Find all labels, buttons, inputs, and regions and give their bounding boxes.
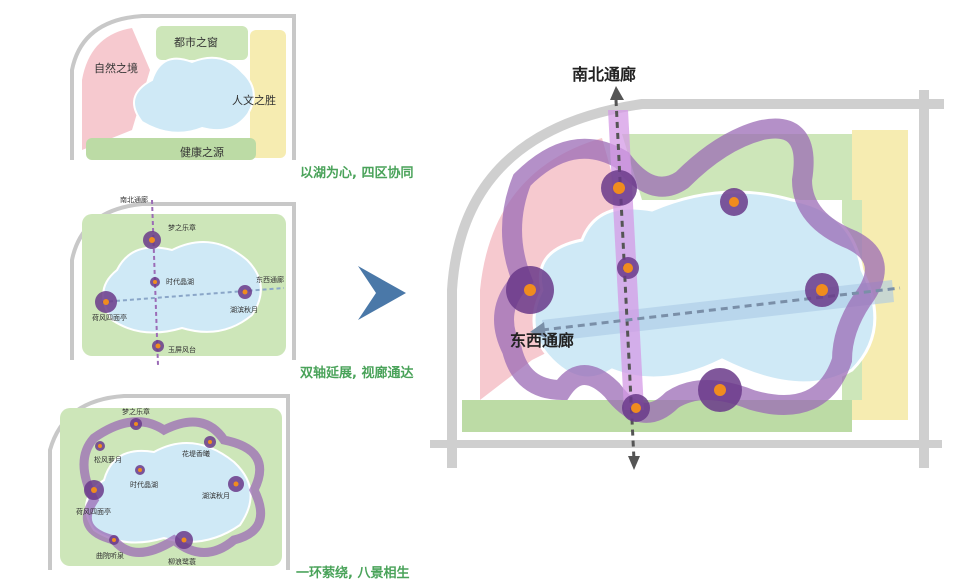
panel3-caption: 一环萦绕, 八景相生 (296, 566, 410, 581)
ring-corridor (79, 417, 266, 557)
main-node-center (617, 257, 639, 279)
main-node-west (506, 266, 554, 314)
node-lakeside-autumn: 湖滨秋月 (230, 285, 258, 314)
panel-dual-axis: 南北通廊 东西通廊 梦之乐章 时代晶湖 荷风四面亭 湖滨秋月 玉屏风台 (62, 190, 302, 374)
svg-text:曲院听泉: 曲院听泉 (96, 551, 124, 560)
node-willow-egret: 柳浪鹭蓑 (168, 531, 196, 566)
lake (102, 241, 262, 334)
main-node-north (601, 170, 637, 206)
transition-arrow (354, 262, 410, 328)
zone-nature (82, 28, 150, 150)
ew-corridor-label: 东西通廊 (510, 331, 574, 350)
svg-text:花堤香曦: 花堤香曦 (182, 449, 210, 458)
svg-text:梦之乐章: 梦之乐章 (168, 223, 196, 232)
panel1-caption: 以湖为心, 四区协同 (300, 166, 414, 181)
node-dream: 梦之乐章 (122, 407, 150, 430)
svg-text:湖滨秋月: 湖滨秋月 (230, 305, 258, 314)
svg-text:柳浪鹭蓑: 柳浪鹭蓑 (168, 557, 196, 566)
zone-left-label: 自然之境 (94, 61, 138, 75)
ring-corridor (494, 118, 885, 423)
arrow-up-icon (610, 86, 624, 100)
arrow-down-icon (628, 456, 640, 470)
panel-lake-center: 自然之境 都市之窗 人文之胜 健康之源 (62, 10, 302, 174)
lake (133, 56, 255, 134)
node-lakeside-autumn: 湖滨秋月 (202, 476, 244, 500)
zone-health (86, 138, 256, 160)
node-lotus-pavilion: 荷风四面亭 (76, 480, 111, 516)
zone-bottom-label: 健康之源 (180, 145, 224, 159)
svg-text:梦之乐章: 梦之乐章 (122, 407, 150, 416)
node-flower-dawn: 花堤香曦 (182, 436, 216, 458)
node-jade-screen: 玉屏风台 (152, 340, 196, 354)
node-lotus-pavilion: 荷风四面亭 (92, 291, 127, 322)
svg-text:时代晶湖: 时代晶湖 (130, 480, 158, 489)
ew-axis (101, 287, 285, 303)
svg-text:松风萝月: 松风萝月 (94, 455, 122, 464)
node-spring-courtyard: 曲院听泉 (96, 535, 124, 560)
ns-axis-label: 南北通廊 (120, 195, 148, 204)
main-node-south (622, 394, 650, 422)
svg-text:荷风四面亭: 荷风四面亭 (76, 507, 111, 516)
node-pine-moon: 松风萝月 (94, 441, 122, 464)
svg-text:湖滨秋月: 湖滨秋月 (202, 491, 230, 500)
zone-city (156, 26, 248, 60)
svg-text:玉屏风台: 玉屏风台 (168, 345, 196, 354)
node-crystal-lake: 时代晶湖 (150, 277, 194, 287)
ew-axis-label: 东西通廊 (256, 275, 284, 284)
node-dream: 梦之乐章 (143, 223, 196, 249)
svg-text:荷风四面亭: 荷风四面亭 (92, 313, 127, 322)
main-plan: 南北通廊 东西通廊 (422, 60, 954, 476)
svg-text:时代晶湖: 时代晶湖 (166, 277, 194, 286)
ns-corridor-label: 南北通廊 (572, 65, 636, 84)
main-node-top-right (720, 188, 748, 216)
main-node-east (805, 273, 839, 307)
arrow-left-icon (530, 322, 546, 338)
node-crystal-lake: 时代晶湖 (130, 465, 158, 489)
panel-ring: 梦之乐章 松风萝月 花堤香曦 时代晶湖 湖滨秋月 荷风四面亭 曲院听泉 柳浪鹭 (44, 390, 294, 584)
zone-culture (250, 30, 286, 158)
zone-right-label: 人文之胜 (232, 93, 276, 107)
zone-top-label: 都市之窗 (174, 35, 218, 49)
panel2-caption: 双轴延展, 视廊通达 (300, 366, 414, 381)
ew-axis (541, 286, 901, 332)
chevron-right-icon (358, 266, 406, 320)
main-node-south-right (698, 368, 742, 412)
